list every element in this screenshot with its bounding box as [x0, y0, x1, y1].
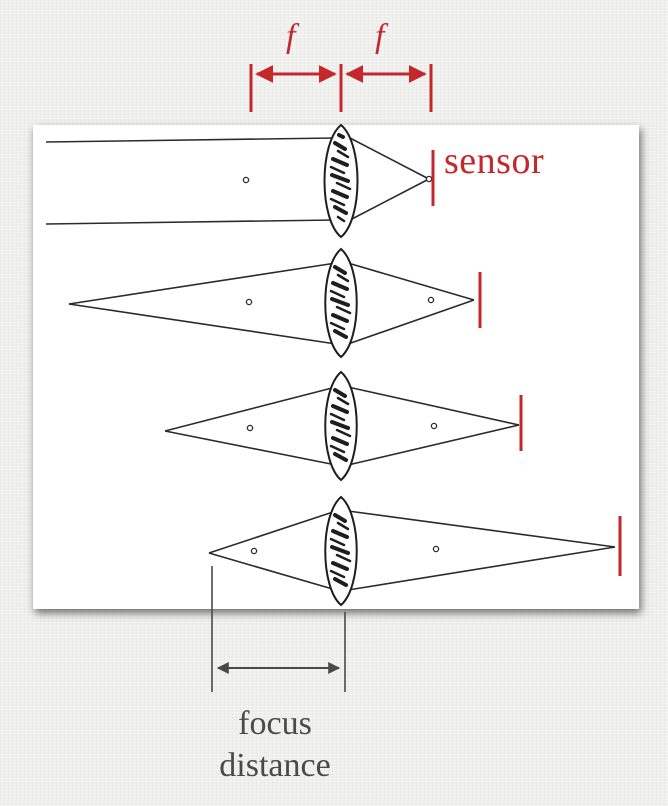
lens-row-4 [324, 495, 358, 607]
outgoing-ray-bottom [349, 179, 428, 221]
focal-point-marker [250, 547, 258, 555]
incoming-ray-bottom [45, 219, 336, 225]
sensor-label: sensor [444, 140, 545, 182]
focus-caption-line-1: focus [238, 705, 312, 742]
lens-row-2 [324, 247, 358, 359]
outgoing-ray-top [349, 137, 428, 179]
focus-distance-dimension [211, 566, 346, 692]
focal-point-marker [427, 296, 435, 304]
focal-length-label-left: f [286, 18, 296, 55]
image-point-marker [425, 175, 433, 183]
sensor-markers [431, 150, 622, 576]
focal-point-marker [246, 424, 254, 432]
lens-row-3 [324, 370, 358, 482]
focal-length-label-right: f [375, 18, 385, 55]
focal-length-dimension [249, 64, 433, 112]
ray-diagram-row-4 [208, 510, 616, 591]
ray-diagram-row-1 [45, 137, 433, 225]
ray-diagram-row-3 [164, 386, 520, 466]
focal-point-marker [242, 176, 250, 184]
lens-row-1 [323, 123, 359, 239]
focal-point-marker [432, 545, 440, 553]
ray-diagram-row-2 [68, 262, 475, 345]
focus-caption-line-2: distance [219, 747, 331, 784]
focus-distance-caption: focus distance [180, 703, 370, 787]
incoming-ray-top [45, 137, 336, 143]
focal-point-marker [430, 422, 438, 430]
focal-point-marker [245, 298, 253, 306]
